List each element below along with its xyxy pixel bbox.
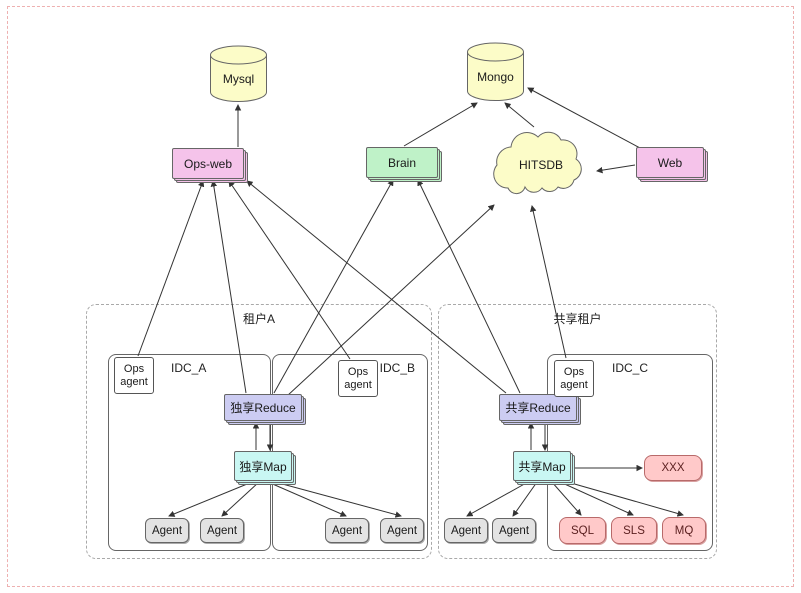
agent-node: Agent [200,518,244,543]
mq-label: MQ [674,524,694,537]
hitsdb-label: HITSDB [518,158,563,172]
agent-node: Agent [325,518,369,543]
idc-b-label: IDC_B [379,361,415,375]
shared-map-node: 共享Map [513,451,571,481]
agent-label: Agent [450,524,482,537]
xxx-node: XXX [644,455,702,481]
dedicated-reduce-label: 独享Reduce [230,401,296,415]
ops-agent-idc-a: Ops agent [114,357,154,394]
agent-label: Agent [331,524,363,537]
mongo-label: Mongo [477,70,514,84]
agent-label: Agent [206,524,238,537]
mq-node: MQ [662,517,706,544]
agent-node: Agent [444,518,488,543]
ops-agent-idc-b: Ops agent [338,360,378,397]
tenant-shared-label: 共享租户 [553,312,602,326]
ops-agent-label-line1: Ops [123,363,145,376]
database-cylinder-icon [467,42,524,101]
ops-agent-label-line2: agent [344,378,372,391]
sql-label: SQL [570,524,594,537]
agent-label: Agent [498,524,530,537]
shared-reduce-label: 共享Reduce [505,401,571,415]
web-label: Web [657,155,683,170]
ops-agent-label-line2: agent [560,378,588,391]
dedicated-map-node: 独享Map [234,451,292,481]
brain-node: Brain [366,147,438,178]
sql-node: SQL [559,517,606,544]
dedicated-map-label: 独享Map [239,459,287,474]
ops-web-node: Ops-web [172,148,244,179]
idc-a-label: IDC_A [171,361,207,375]
ops-agent-label-line1: Ops [347,366,369,379]
agent-label: Agent [386,524,418,537]
dedicated-reduce-node: 独享Reduce [224,394,302,421]
agent-node: Agent [145,518,189,543]
database-cylinder-icon [210,45,267,102]
ops-agent-idc-c: Ops agent [554,360,594,397]
web-node: Web [636,147,704,178]
agent-node: Agent [380,518,424,543]
shared-map-label: 共享Map [518,459,566,474]
sls-node: SLS [611,517,657,544]
mongo-database: Mongo [466,42,525,102]
idc-c-label: IDC_C [612,361,649,375]
tenant-a-label: 租户A [242,312,275,326]
mysql-database: Mysql [209,45,268,103]
ops-agent-label-line1: Ops [563,366,585,379]
agent-label: Agent [151,524,183,537]
shared-reduce-node: 共享Reduce [499,394,577,421]
xxx-label: XXX [661,462,685,474]
mysql-label: Mysql [222,72,255,86]
sls-label: SLS [623,524,645,537]
ops-agent-label-line2: agent [120,375,148,388]
hitsdb-cloud-node: HITSDB [488,124,594,206]
brain-label: Brain [387,155,416,170]
agent-node: Agent [492,518,536,543]
ops-web-label: Ops-web [183,156,233,171]
